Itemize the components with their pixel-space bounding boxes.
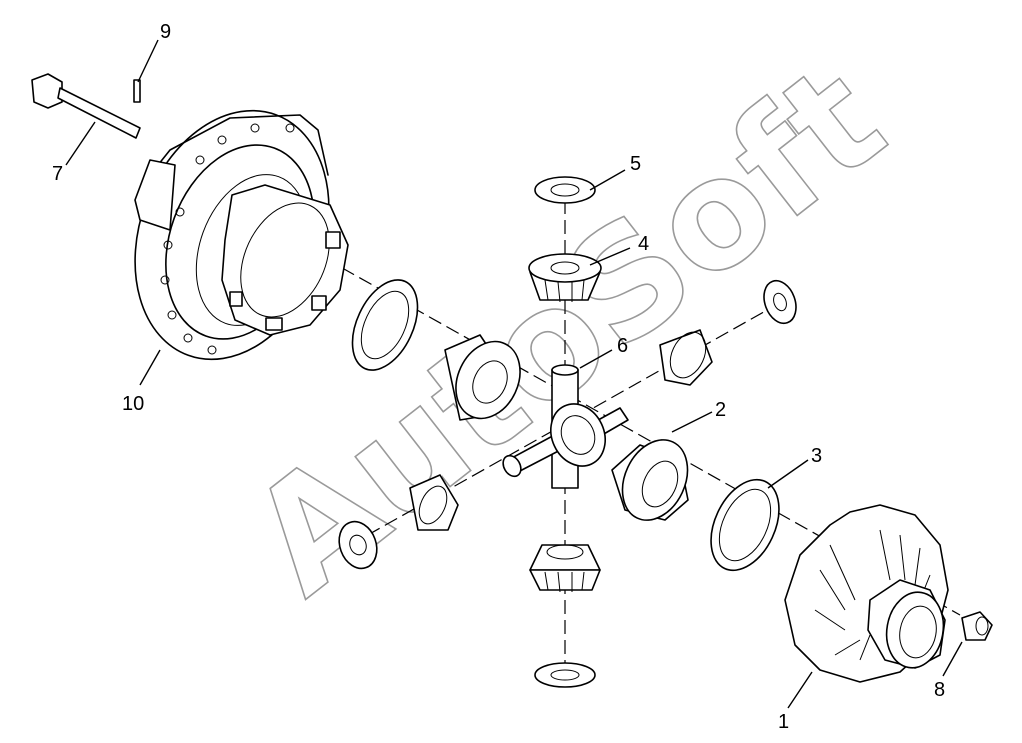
callouts: 9 7 10 5 4 6 2 3 1 8 [52,21,945,733]
bolt [31,73,141,139]
callout-1: 1 [778,711,789,733]
nut [961,611,993,641]
callout-4: 4 [638,233,649,255]
side-gear-left [351,279,521,421]
thrust-washer-left [338,520,378,570]
leader-lines [65,39,963,709]
differential-case [784,504,949,683]
callout-8: 8 [934,679,945,701]
callout-10: 10 [122,393,144,415]
side-gear-right [611,439,689,521]
thrust-washer-side [710,478,780,572]
case-flange-half [134,109,349,361]
thrust-washer-right [763,279,797,325]
callout-9: 9 [160,21,171,43]
thrust-washer-upper [534,176,596,204]
thrust-washer-lower [534,662,596,688]
spider-cross-shaft [502,364,629,489]
pinion-gear-upper [528,253,602,303]
callout-7: 7 [52,163,63,185]
watermark: AutoSoft [220,32,915,628]
bolt-holes [160,123,295,355]
callout-3: 3 [811,445,822,467]
pin [133,79,141,103]
callout-6: 6 [617,335,628,357]
callout-2: 2 [715,399,726,421]
callout-5: 5 [630,153,641,175]
pinion-gear-right [659,329,713,386]
pinion-gear-lower [529,544,601,593]
pinion-gear-left [409,474,459,531]
